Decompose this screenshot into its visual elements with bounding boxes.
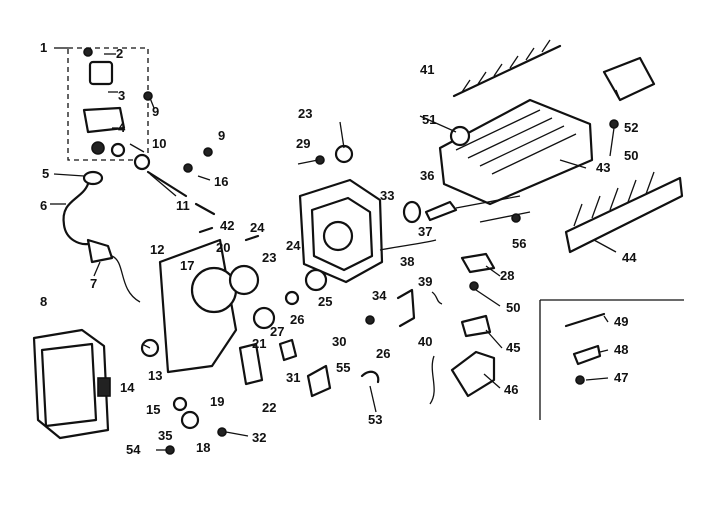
callout-18: 18 — [196, 440, 210, 455]
callout-30: 30 — [332, 334, 346, 349]
callout-26b: 26 — [376, 346, 390, 361]
callout-16: 16 — [214, 174, 228, 189]
callout-31: 31 — [286, 370, 300, 385]
callout-1: 1 — [40, 40, 47, 55]
switch-parts — [450, 252, 606, 398]
callout-50a: 50 — [624, 148, 638, 163]
callout-39: 39 — [418, 274, 432, 289]
ice-mold-tray — [438, 98, 594, 206]
mold-housing — [298, 178, 384, 284]
callout-45: 45 — [506, 340, 520, 355]
callout-51: 51 — [422, 112, 436, 127]
stripper — [564, 171, 684, 254]
callout-20: 20 — [216, 240, 230, 255]
callout-54: 54 — [126, 442, 141, 457]
fill-tube — [62, 170, 141, 303]
callout-26a: 26 — [290, 312, 304, 327]
front-cover — [32, 328, 111, 440]
callout-22: 22 — [262, 400, 276, 415]
callout-42: 42 — [220, 218, 234, 233]
callout-9b: 9 — [218, 128, 225, 143]
ejector-assembly — [452, 39, 562, 98]
callout-41: 41 — [420, 62, 434, 77]
callout-43: 43 — [596, 160, 610, 175]
callout-25: 25 — [318, 294, 332, 309]
callout-50b: 50 — [506, 300, 520, 315]
callout-11: 11 — [176, 198, 190, 213]
leader-lines — [50, 47, 621, 451]
callout-24b: 24 — [286, 238, 301, 253]
callout-37: 37 — [418, 224, 432, 239]
callout-4: 4 — [118, 120, 126, 135]
callout-29: 29 — [296, 136, 310, 151]
callout-15: 15 — [146, 402, 160, 417]
callout-40: 40 — [418, 334, 432, 349]
hardware — [110, 91, 619, 455]
callout-7: 7 — [90, 276, 97, 291]
motor-mounting-plate — [140, 238, 276, 374]
callout-35: 35 — [158, 428, 172, 443]
valve-kit — [82, 47, 126, 155]
callout-6: 6 — [40, 198, 47, 213]
callout-23b: 23 — [262, 250, 276, 265]
callout-labels: 1 2 3 4 5 6 7 8 9 9 10 11 12 13 14 15 16… — [40, 40, 638, 457]
callout-46: 46 — [504, 382, 518, 397]
callout-38: 38 — [400, 254, 414, 269]
callout-8: 8 — [40, 294, 47, 309]
callout-2: 2 — [116, 46, 123, 61]
callout-10: 10 — [152, 136, 166, 151]
callout-34: 34 — [372, 288, 387, 303]
callout-21: 21 — [252, 336, 266, 351]
callout-23a: 23 — [298, 106, 312, 121]
callout-53: 53 — [368, 412, 382, 427]
callout-52: 52 — [624, 120, 638, 135]
callout-13: 13 — [148, 368, 162, 383]
parts-bracket — [539, 299, 684, 420]
callout-12: 12 — [150, 242, 164, 257]
bin-cover — [602, 56, 656, 102]
callout-5: 5 — [42, 166, 49, 181]
callout-3: 3 — [118, 88, 125, 103]
callout-27: 27 — [270, 324, 284, 339]
callout-28: 28 — [500, 268, 514, 283]
callout-19: 19 — [210, 394, 224, 409]
callout-47: 47 — [614, 370, 628, 385]
callout-14: 14 — [120, 380, 135, 395]
callout-55: 55 — [336, 360, 350, 375]
callout-24a: 24 — [250, 220, 265, 235]
callout-56: 56 — [512, 236, 526, 251]
heater-and-shaft — [379, 195, 531, 251]
callout-48: 48 — [614, 342, 628, 357]
callout-9a: 9 — [152, 104, 159, 119]
callout-49: 49 — [614, 314, 628, 329]
callout-44: 44 — [622, 250, 637, 265]
callout-36: 36 — [420, 168, 434, 183]
callout-32: 32 — [252, 430, 266, 445]
callout-17: 17 — [180, 258, 194, 273]
callout-33: 33 — [380, 188, 394, 203]
